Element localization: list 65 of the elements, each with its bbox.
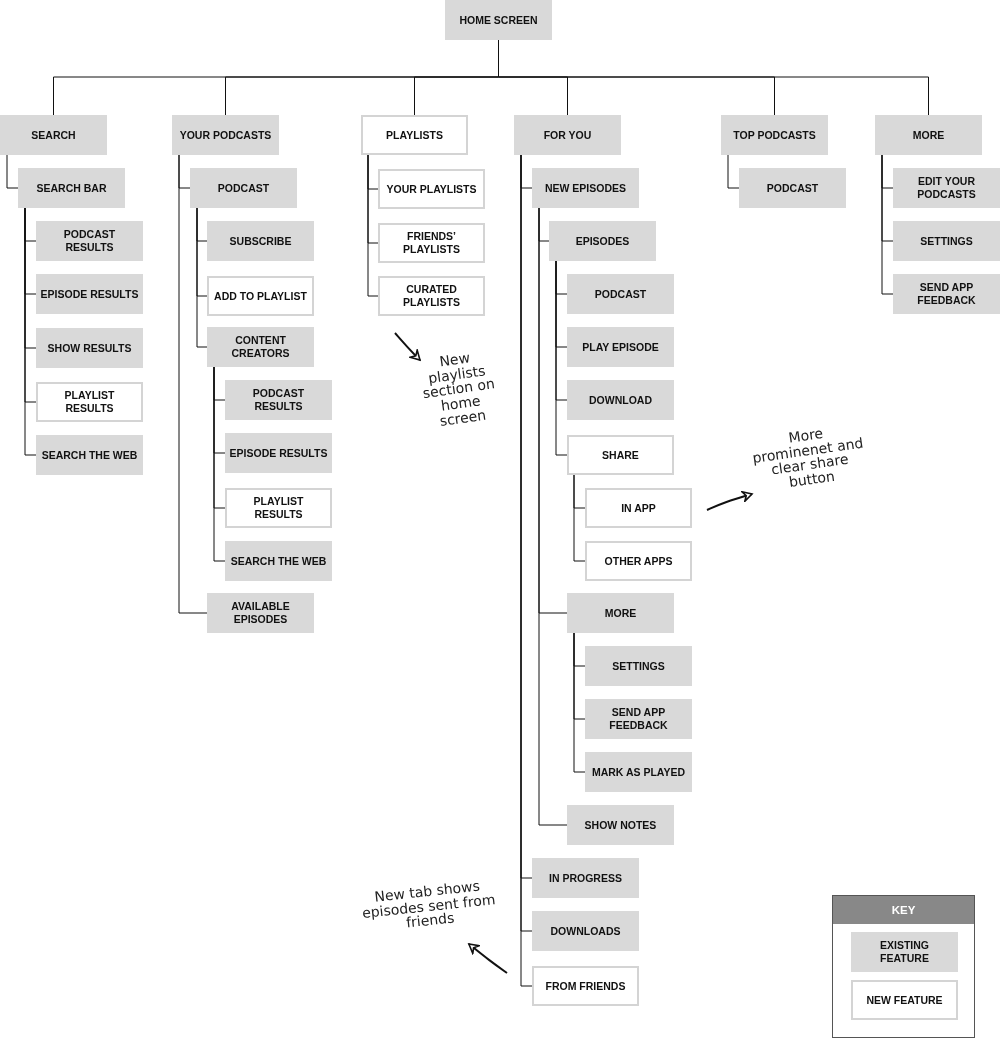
feature-box: SHOW NOTES xyxy=(567,805,674,845)
feature-box: PLAYLIST RESULTS xyxy=(225,488,332,528)
connector-line xyxy=(367,154,379,297)
feature-box: FOR YOU xyxy=(514,115,621,155)
connector-line xyxy=(24,207,37,456)
feature-box: PODCAST RESULTS xyxy=(225,380,332,420)
feature-box: YOUR PODCASTS xyxy=(172,115,279,155)
feature-box: DOWNLOAD xyxy=(567,380,674,420)
feature-box: HOME SCREEN xyxy=(445,0,552,40)
connector-line xyxy=(573,474,586,562)
connector-line xyxy=(573,632,586,773)
annotation-note: New tab shows episodes sent from friends xyxy=(359,877,500,951)
feature-box: PLAYLISTS xyxy=(361,115,468,155)
feature-box: SEND APP FEEDBACK xyxy=(893,274,1000,314)
feature-box: IN PROGRESS xyxy=(532,858,639,898)
feature-box: PLAYLIST RESULTS xyxy=(36,382,143,422)
feature-box: PODCAST xyxy=(567,274,674,314)
feature-box: YOUR PLAYLISTS xyxy=(378,169,485,209)
connector-line xyxy=(6,154,19,189)
feature-box: SETTINGS xyxy=(585,646,692,686)
feature-box: EPISODE RESULTS xyxy=(36,274,143,314)
connector-line xyxy=(555,260,568,456)
feature-box: PODCAST RESULTS xyxy=(36,221,143,261)
feature-box: SUBSCRIBE xyxy=(207,221,314,261)
feature-box: MARK AS PLAYED xyxy=(585,752,692,792)
feature-box: MORE xyxy=(567,593,674,633)
feature-box: SEARCH THE WEB xyxy=(36,435,143,475)
feature-box: SEARCH xyxy=(0,115,107,155)
feature-box: FROM FRIENDS xyxy=(532,966,639,1006)
feature-box: SHARE xyxy=(567,435,674,475)
feature-box: SHOW RESULTS xyxy=(36,328,143,368)
connector-line xyxy=(213,366,226,562)
connector-line xyxy=(881,154,894,295)
feature-box: CONTENT CREATORS xyxy=(207,327,314,367)
connector-line xyxy=(178,154,208,614)
feature-box: AVAILABLE EPISODES xyxy=(207,593,314,633)
connector-line xyxy=(727,154,740,189)
annotation-arrow xyxy=(394,332,421,362)
legend-heading: KEY xyxy=(833,896,974,924)
feature-box: EDIT YOUR PODCASTS xyxy=(893,168,1000,208)
feature-box: CURATED PLAYLISTS xyxy=(378,276,485,316)
feature-box: NEW EPISODES xyxy=(532,168,639,208)
annotation-arrow xyxy=(467,943,508,974)
connector-line xyxy=(538,207,568,826)
feature-box: EPISODES xyxy=(549,221,656,261)
feature-box: PODCAST xyxy=(739,168,846,208)
feature-box: SEND APP FEEDBACK xyxy=(585,699,692,739)
legend-swatch: EXISTING FEATURE xyxy=(851,932,958,972)
feature-box: PODCAST xyxy=(190,168,297,208)
feature-box: TOP PODCASTS xyxy=(721,115,828,155)
legend-swatch: NEW FEATURE xyxy=(851,980,958,1020)
feature-box: PLAY EPISODE xyxy=(567,327,674,367)
feature-box: IN APP xyxy=(585,488,692,528)
feature-box: FRIENDS’ PLAYLISTS xyxy=(378,223,485,263)
feature-box: OTHER APPS xyxy=(585,541,692,581)
annotation-arrow xyxy=(706,490,753,511)
feature-box: SEARCH BAR xyxy=(18,168,125,208)
feature-box: MORE xyxy=(875,115,982,155)
annotation-note: New playlists section on home screen xyxy=(413,346,509,463)
feature-box: ADD TO PLAYLIST xyxy=(207,276,314,316)
connector-line xyxy=(196,207,208,348)
feature-box: EPISODE RESULTS xyxy=(225,433,332,473)
feature-box: SETTINGS xyxy=(893,221,1000,261)
feature-box: DOWNLOADS xyxy=(532,911,639,951)
feature-box: SEARCH THE WEB xyxy=(225,541,332,581)
